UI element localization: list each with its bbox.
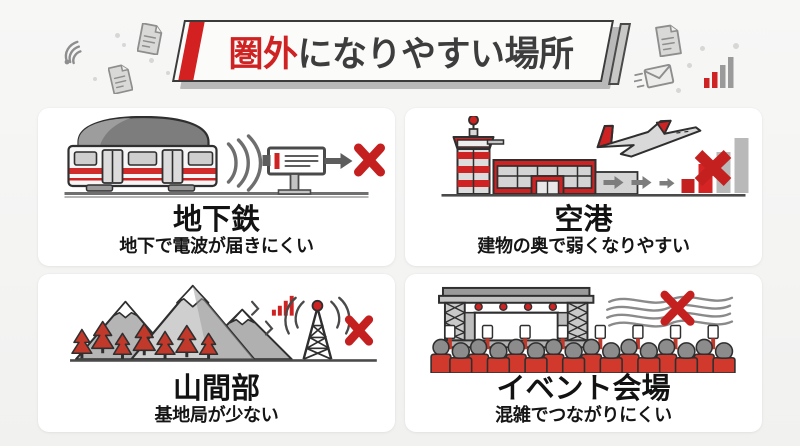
red-x-icon (660, 290, 695, 326)
red-x-icon (344, 315, 374, 346)
mail-icon (634, 63, 675, 89)
dot-decoration (122, 43, 126, 47)
airport-illustration (441, 116, 749, 197)
dot-decoration (733, 43, 739, 49)
terminal-building-icon (492, 159, 639, 195)
signal-wave-icon (226, 134, 263, 192)
train-icon (67, 144, 218, 192)
card-subtitle: 基地局が少ない (154, 405, 279, 426)
card-subtitle: 建物の奥で弱くなりやすい (477, 236, 690, 257)
arrow-right-icon (324, 153, 353, 169)
cards-grid: 地下鉄 地下で電波が届きにくい (0, 104, 800, 446)
arrow-right-icon (603, 176, 675, 189)
title-banner: 圏外になりやすい場所 (171, 20, 632, 89)
document-icon (108, 64, 133, 94)
dot-decoration (93, 77, 97, 81)
card-title: 地下鉄 (172, 204, 260, 236)
antenna-tower-icon (302, 299, 333, 360)
squiggle-decoration (251, 300, 274, 336)
card-event-venue[interactable]: イベント会場 混雑でつながりにくい (405, 274, 762, 432)
control-tower-icon (452, 116, 505, 195)
card-mountain[interactable]: 山間部 基地局が少ない (38, 274, 395, 432)
signal-wave-icon (284, 296, 351, 335)
dot-decoration (166, 71, 170, 75)
document-icon (137, 23, 163, 55)
event-venue-illustration (430, 286, 736, 374)
crowd-icon (430, 324, 736, 374)
wifi-icon (64, 40, 82, 65)
dot-decoration (115, 33, 120, 38)
dot-decoration (687, 63, 692, 68)
signal-bars-icon (271, 295, 294, 316)
card-title: 空港 (554, 204, 613, 236)
page-title: 圏外になりやすい場所 (178, 20, 608, 82)
card-subtitle: 地下で電波が届きにくい (119, 236, 314, 257)
subway-illustration (64, 116, 385, 198)
tree-icon (71, 320, 219, 361)
dot-decoration (149, 58, 154, 63)
airplane-icon (596, 119, 702, 158)
card-airport[interactable]: 空港 建物の奥で弱くなりやすい (405, 108, 762, 266)
card-title: 山間部 (172, 373, 260, 406)
signal-bars-icon (704, 57, 734, 88)
dot-decoration (676, 88, 681, 93)
sign-board-icon (262, 146, 326, 195)
stage-light-icon (474, 302, 558, 311)
card-title: イベント会場 (496, 373, 671, 406)
card-subway[interactable]: 地下鉄 地下で電波が届きにくい (38, 108, 395, 266)
dot-decoration (700, 46, 705, 51)
page-title-rest: になりやすい場所 (297, 34, 575, 74)
document-icon (655, 24, 682, 57)
card-subtitle: 混雑でつながりにくい (495, 405, 672, 426)
header: 圏外になりやすい場所 (0, 0, 800, 104)
red-x-icon (354, 143, 385, 177)
red-x-icon (694, 150, 732, 186)
mountain-illustration (70, 284, 377, 362)
stage-icon (438, 286, 595, 349)
page-title-keyword: 圏外 (228, 34, 298, 74)
